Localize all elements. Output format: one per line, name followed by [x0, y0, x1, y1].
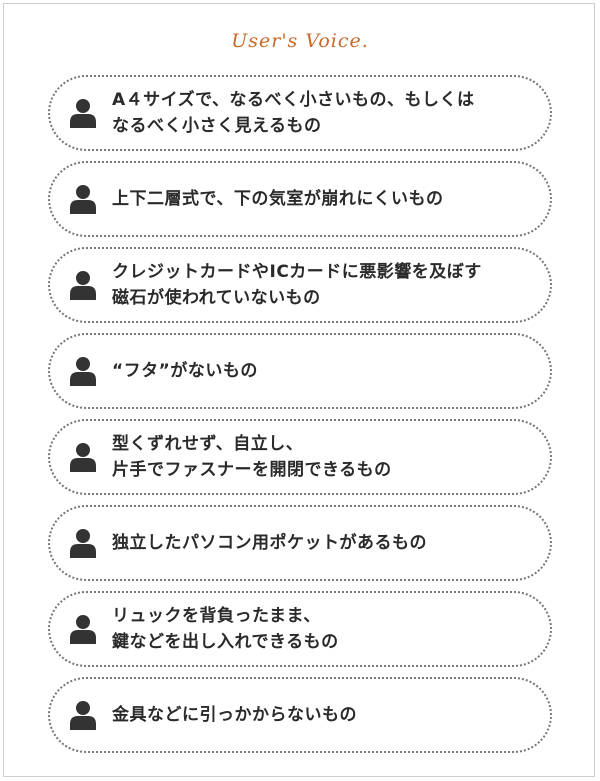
item-text: “フタ”がないもの [112, 361, 258, 381]
list-item: 金具などに引っかからないもの [48, 677, 552, 753]
person-icon [70, 443, 96, 472]
list-item: 上下二層式で、下の気室が崩れにくいもの [48, 161, 552, 237]
person-icon [70, 185, 96, 214]
list-item: クレジットカードやICカードに悪影響を及ぼす 磁石が使われていないもの [48, 247, 552, 323]
list-item: A４サイズで、なるべく小さいもの、もしくは なるべく小さく見えるもの [48, 75, 552, 151]
list-item: “フタ”がないもの [48, 333, 552, 409]
item-text: リュックを背負ったまま、 鍵などを出し入れできるもの [112, 606, 339, 652]
person-icon [70, 99, 96, 128]
list-item: 独立したパソコン用ポケットがあるもの [48, 505, 552, 581]
person-icon [70, 615, 96, 644]
item-text: A４サイズで、なるべく小さいもの、もしくは なるべく小さく見えるもの [112, 90, 475, 136]
person-icon [70, 271, 96, 300]
list-item: 型くずれせず、自立し、 片手でファスナーを開閉できるもの [48, 419, 552, 495]
item-text: クレジットカードやICカードに悪影響を及ぼす 磁石が使われていないもの [112, 262, 482, 308]
panel-frame [3, 3, 595, 777]
section-heading: User's Voice. [231, 30, 369, 52]
item-text: 型くずれせず、自立し、 片手でファスナーを開閉できるもの [112, 434, 392, 480]
item-text: 上下二層式で、下の気室が崩れにくいもの [112, 189, 444, 209]
person-icon [70, 357, 96, 386]
person-icon [70, 701, 96, 730]
item-text: 独立したパソコン用ポケットがあるもの [112, 533, 427, 553]
list-item: リュックを背負ったまま、 鍵などを出し入れできるもの [48, 591, 552, 667]
person-icon [70, 529, 96, 558]
item-text: 金具などに引っかからないもの [112, 705, 357, 725]
user-voice-list: A４サイズで、なるべく小さいもの、もしくは なるべく小さく見えるもの 上下二層式… [48, 75, 552, 763]
